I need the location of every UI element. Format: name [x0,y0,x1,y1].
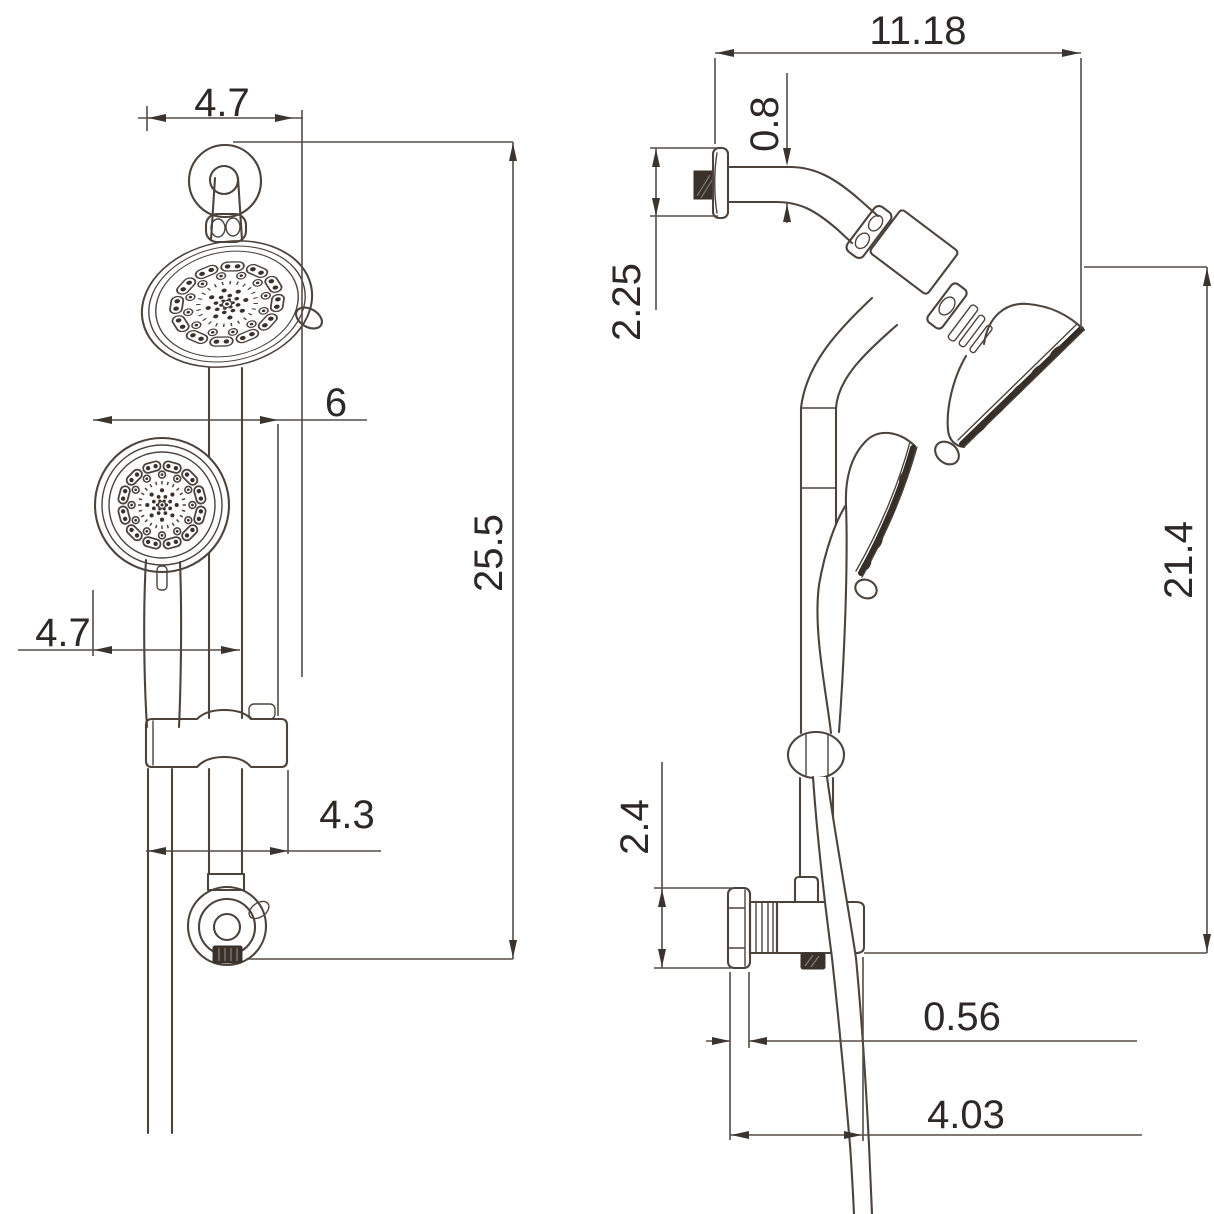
slide-bar-front [207,366,244,876]
dimension-elbow-height: 2.4 [613,762,731,969]
wall-flange-front [187,143,263,219]
dim-label-bar-to-head: 6 [325,381,347,425]
dimension-drop-height: 21.4 [864,266,1211,954]
shower-hose-front [146,767,174,1135]
nozzle-marks-fixed-side [974,345,1063,434]
dimension-flange-diameter: 2.25 [605,147,718,341]
dimension-arm-tube: 0.8 [743,73,791,223]
dimension-elbow-depth: 4.03 [730,957,1142,1141]
hand-shower-side [786,431,918,780]
trickle-lever [156,565,168,591]
hose-outlet-threads [800,952,826,970]
shower-hose-side [811,775,874,1214]
dim-label-head-width: 4.7 [194,81,250,125]
slide-bar-bracket [144,703,289,769]
dim-label-elbow-height: 2.4 [613,799,657,855]
dim-label-arm-tube: 0.8 [743,96,787,152]
shower-arm-side [726,165,993,354]
dimension-bar-to-head: 6 [93,381,367,716]
dim-label-elbow-depth: 4.03 [927,1093,1005,1137]
nozzle-pattern-hand [117,460,207,550]
hand-shower-handle [143,558,149,729]
threaded-outlet-front [212,945,243,964]
dimension-bracket-reach: 4.3 [146,770,381,855]
hose-holder-ring [786,730,846,780]
dim-label-overall-height: 25.5 [467,514,511,592]
fixed-shower-head-side [934,302,1086,466]
dimension-head-width: 4.7 [138,81,303,677]
side-view: 11.18 0.8 2.25 21.4 2.4 [605,9,1211,1214]
nozzle-pattern-fixed [169,261,285,347]
bottom-wall-mount [186,872,270,967]
dim-label-arm-reach: 11.18 [869,9,966,53]
dim-label-flange-diameter: 2.25 [605,263,649,341]
dim-label-bracket-reach: 4.3 [319,793,375,837]
dim-label-drop-height: 21.4 [1157,521,1201,599]
dim-label-hand-shower-width: 4.7 [35,611,91,655]
dimension-hand-shower-width: 4.7 [18,590,240,656]
front-view: 4.7 25.5 6 4.7 4.3 [18,81,517,1135]
tee-diverter-body [869,209,959,295]
wall-flange-side [693,146,730,220]
dim-label-wall-plate-thickness: 0.56 [923,995,1001,1039]
bracket-release-button [248,703,276,720]
fixed-shower-head-front [140,240,323,368]
head-pivot-knob [934,440,960,466]
elbow-wall-plate [726,886,752,970]
dimension-overall-height: 25.5 [233,141,517,960]
dimension-wall-plate-thickness: 0.56 [706,972,1137,1140]
spray-selector-tab [295,306,323,330]
dimension-arm-reach: 11.18 [714,9,1082,329]
hand-shower-front [93,436,231,729]
